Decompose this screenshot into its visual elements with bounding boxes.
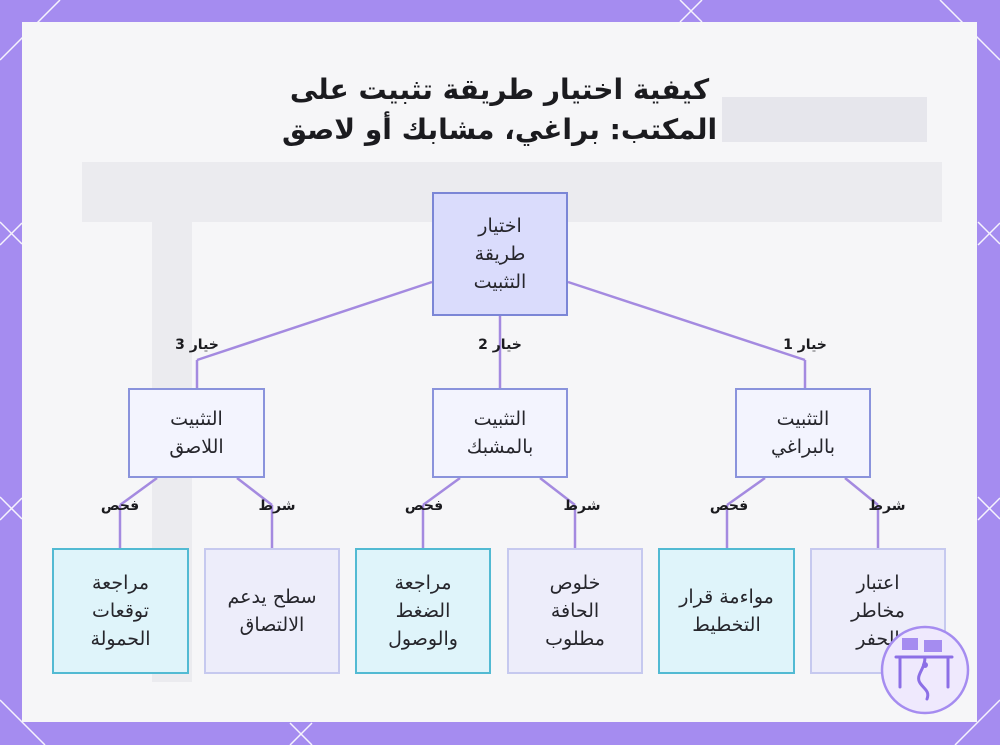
option-node-label: التثبيت بالمشبك	[467, 405, 534, 461]
root-node: اختيار طريقة التثبيت	[432, 192, 568, 316]
leaf-node-edge-clearance: خلوص الحافة مطلوب	[507, 548, 643, 674]
leaf-node-pressure-access: مراجعة الضغط والوصول	[355, 548, 491, 674]
leaf-node-load-expectation: مراجعة توقعات الحمولة	[52, 548, 189, 674]
leaf-node-layout-fit: مواءمة قرار التخطيط	[658, 548, 795, 674]
option-node-clamp: التثبيت بالمشبك	[432, 388, 568, 478]
desk-mount-icon	[880, 625, 970, 715]
edge-label-leaf-2: فحص	[710, 498, 748, 514]
edge-root-option-3	[197, 282, 432, 360]
edge-label-leaf-6: فحص	[101, 498, 139, 514]
option-node-label: التثبيت اللاصق	[169, 405, 223, 461]
leaf-node-label: خلوص الحافة مطلوب	[545, 569, 605, 653]
leaf-node-label: مراجعة توقعات الحمولة	[90, 569, 150, 653]
edge-label-leaf-1: شرط	[868, 498, 905, 514]
leaf-node-label: مراجعة الضغط والوصول	[388, 569, 458, 653]
edge-label-option-1: خيار 1	[783, 337, 827, 353]
edge-root-option-1	[568, 282, 805, 360]
edge-label-option-2: خيار 2	[478, 337, 522, 353]
leaf-node-label: مواءمة قرار التخطيط	[679, 583, 774, 639]
diagram-panel: كيفية اختيار طريقة تثبيت على المكتب: برا…	[22, 22, 977, 722]
leaf-node-adhesion-surface: سطح يدعم الالتصاق	[204, 548, 340, 674]
edge-label-leaf-4: فحص	[405, 498, 443, 514]
root-node-label: اختيار طريقة التثبيت	[474, 212, 527, 296]
option-node-label: التثبيت بالبراغي	[771, 405, 835, 461]
leaf-node-label: سطح يدعم الالتصاق	[227, 583, 316, 639]
option-node-screw: التثبيت بالبراغي	[735, 388, 871, 478]
edge-label-leaf-3: شرط	[563, 498, 600, 514]
edge-label-option-3: خيار 3	[175, 337, 219, 353]
option-node-adhesive: التثبيت اللاصق	[128, 388, 265, 478]
edge-label-leaf-5: شرط	[258, 498, 295, 514]
